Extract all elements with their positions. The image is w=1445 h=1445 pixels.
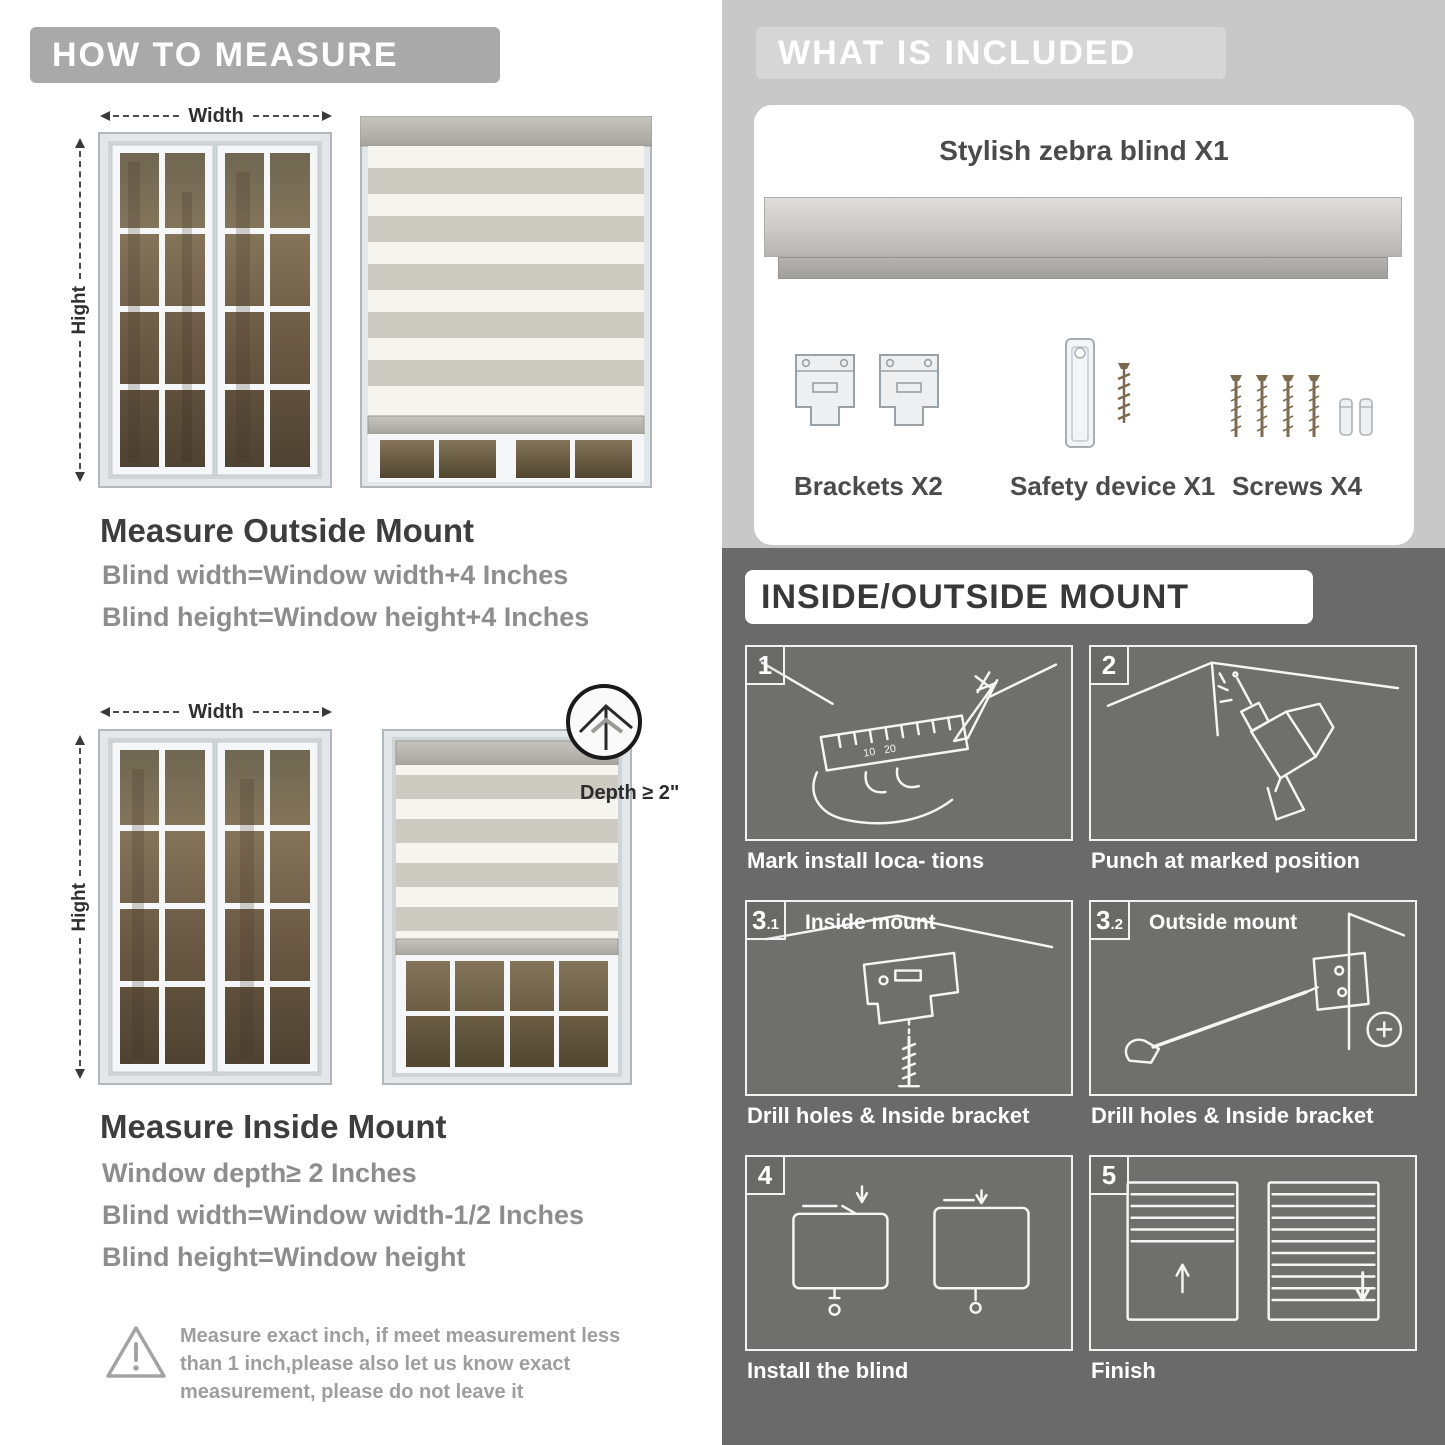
arrow-up-icon (75, 138, 85, 148)
step-panel-3-2: 3.2 Outside mount (1089, 900, 1417, 1096)
arrow-left-icon (100, 111, 110, 121)
depth-label: Depth ≥ 2" (580, 782, 680, 804)
window-illustration-outside (98, 132, 332, 488)
outside-mount-title: Measure Outside Mount (100, 512, 475, 549)
step-number-badge: 4 (747, 1157, 785, 1195)
outside-mount-line1: Blind width=Window width+4 Inches (102, 560, 569, 590)
step-number-badge: 2 (1091, 647, 1129, 685)
height-arrow-outside: Hight (69, 138, 90, 483)
step-caption-5: Finish (1091, 1358, 1156, 1383)
step-number-badge: 1 (747, 647, 785, 685)
mount-header-label: INSIDE/OUTSIDE MOUNT (761, 577, 1190, 616)
step-panel-3-1: 3.1 Inside mount (745, 900, 1073, 1096)
width-arrow-inside: Width (100, 700, 333, 723)
what-is-included-section: WHAT IS INCLUDED Stylish zebra blind X1 (722, 0, 1445, 548)
step-caption-3-1: Drill holes & Inside bracket (747, 1103, 1030, 1128)
zebra-blind-illustration-inside (382, 729, 632, 1085)
what-is-included-header-label: WHAT IS INCLUDED (778, 33, 1137, 72)
mark-locations-illustration: 10 20 (760, 661, 1058, 825)
drill-illustration (1106, 661, 1400, 821)
screws-icon (1230, 375, 1373, 437)
how-to-measure-header-label: HOW TO MEASURE (52, 35, 399, 74)
window-corner-detail-icon (578, 703, 633, 750)
safety-device-label: Safety device X1 (1010, 471, 1216, 501)
brackets-icon (795, 354, 939, 426)
warning-line: measurement, please do not leave it (180, 1381, 524, 1403)
height-arrow-inside: Hight (69, 735, 90, 1080)
blind-headrail-illustration (764, 197, 1402, 257)
step-number-badge: 3.1 (747, 902, 786, 940)
screws-label: Screws X4 (1232, 471, 1363, 501)
inside-mount-line1: Window depth≥ 2 Inches (102, 1158, 417, 1188)
zebra-blind-illustration-outside (360, 116, 652, 488)
step-panel-2: 2 (1089, 645, 1417, 841)
step-caption-2: Punch at marked position (1091, 848, 1360, 873)
safety-device-icon (1065, 338, 1131, 448)
arrow-down-icon (75, 1069, 85, 1080)
mount-section: INSIDE/OUTSIDE MOUNT 10 20 1 (722, 548, 1445, 1445)
arrow-right-icon (322, 707, 333, 717)
step-caption-3-2: Drill holes & Inside bracket (1091, 1103, 1374, 1128)
step-panel-1: 10 20 1 (745, 645, 1073, 841)
step-number-badge: 3.2 (1091, 902, 1130, 940)
step-panel-5: 5 (1089, 1155, 1417, 1351)
height-label: Hight (69, 882, 90, 932)
step-title: Outside mount (1149, 911, 1298, 934)
step-number-badge: 5 (1091, 1157, 1129, 1195)
finish-illustration (1126, 1181, 1380, 1321)
outside-bracket-illustration (1124, 912, 1406, 1064)
depth-callout-circle (566, 684, 642, 760)
inside-mount-line2: Blind width=Window width-1/2 Inches (102, 1200, 585, 1230)
warning-line: Measure exact inch, if meet measurement … (180, 1325, 621, 1347)
install-blind-illustration (792, 1185, 1030, 1316)
blind-item-label: Stylish zebra blind X1 (939, 135, 1229, 166)
arrow-left-icon (100, 707, 110, 717)
step-title: Inside mount (805, 911, 936, 934)
step-panel-4: 4 (745, 1155, 1073, 1351)
inside-bracket-illustration (764, 914, 1054, 1088)
width-label: Width (188, 700, 244, 723)
warning-icon (106, 1326, 166, 1378)
warning-text: Measure exact inch, if meet measurement … (180, 1322, 620, 1406)
inside-mount-title: Measure Inside Mount (100, 1108, 447, 1145)
width-arrow-outside: Width (100, 104, 333, 127)
warning-line: than 1 inch,please also let us know exac… (180, 1353, 571, 1375)
mount-header: INSIDE/OUTSIDE MOUNT (745, 570, 1313, 624)
blind-bottomrail-illustration (778, 257, 1388, 279)
what-is-included-header: WHAT IS INCLUDED (756, 27, 1226, 79)
included-card: Stylish zebra blind X1 (754, 105, 1414, 545)
step-caption-4: Install the blind (747, 1358, 909, 1383)
width-label: Width (188, 104, 244, 127)
arrow-right-icon (322, 111, 333, 121)
inside-mount-line3: Blind height=Window height (102, 1242, 466, 1272)
arrow-up-icon (75, 735, 85, 745)
brackets-label: Brackets X2 (794, 471, 943, 501)
how-to-measure-header: HOW TO MEASURE (30, 27, 500, 83)
height-label: Hight (69, 285, 90, 335)
outside-mount-line2: Blind height=Window height+4 Inches (102, 602, 590, 632)
step-caption-1: Mark install loca- tions (747, 848, 985, 873)
svg-text:10 20: 10 20 (863, 743, 897, 760)
window-illustration-inside (98, 729, 332, 1085)
arrow-down-icon (75, 472, 85, 483)
